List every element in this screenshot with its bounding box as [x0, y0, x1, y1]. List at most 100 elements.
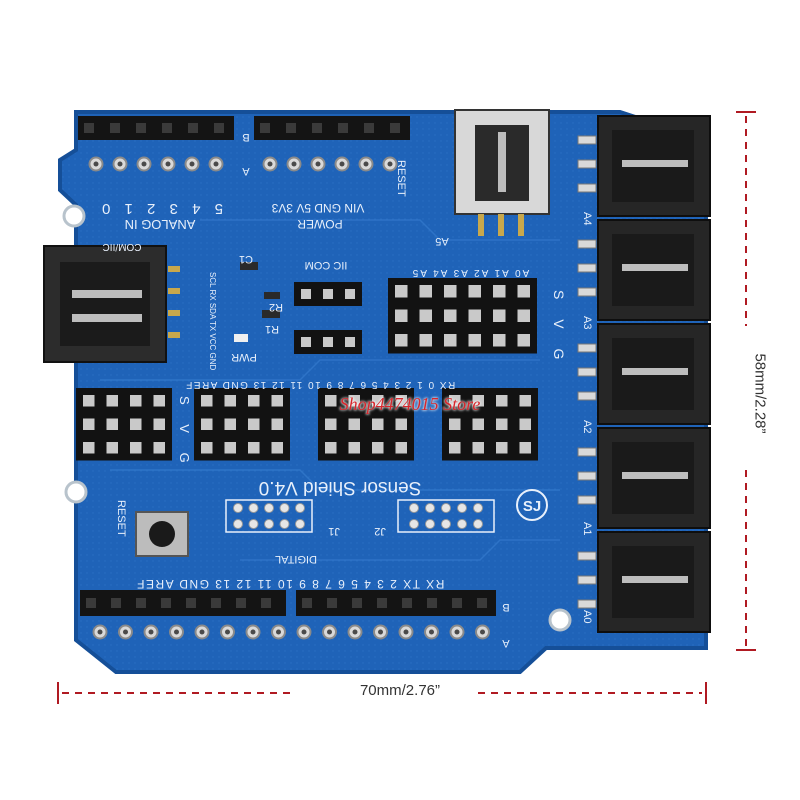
label-com-iic: COM/IIC — [103, 241, 142, 252]
header-pin — [444, 309, 457, 322]
solder-hole — [174, 629, 179, 635]
jumper-pad — [409, 519, 419, 529]
header-pin — [153, 418, 165, 430]
header-pin — [395, 395, 407, 407]
solder-hole — [363, 161, 369, 167]
label-j2: J2 — [374, 525, 386, 537]
label-iic-pins: SCL RX SDA TX VCC GND — [208, 272, 217, 370]
jumper-pad — [295, 503, 305, 513]
header-pin — [444, 285, 457, 298]
header-pin — [83, 442, 95, 454]
header-socket — [236, 598, 246, 608]
header-pin — [271, 442, 283, 454]
header-pin — [224, 418, 236, 430]
header-pin — [323, 289, 333, 299]
jumper-pad — [441, 519, 451, 529]
com-iic-connector — [43, 245, 180, 363]
header-socket — [211, 598, 221, 608]
connector-pin — [577, 263, 597, 273]
label-a4: A4 — [581, 212, 593, 225]
header-pin — [449, 395, 461, 407]
label-a1: A1 — [581, 522, 593, 535]
label-pin-a-top: A — [242, 165, 250, 177]
header-pin — [419, 334, 432, 347]
header-pin — [248, 395, 260, 407]
jumper-pad — [233, 503, 243, 513]
header-pin — [372, 395, 384, 407]
connector-pin — [577, 135, 597, 145]
label-reset-top: RESET — [395, 160, 407, 197]
header-pin — [519, 442, 531, 454]
label-power-pins: VIN GND 5V 3V3 — [271, 201, 364, 215]
top-header-analog — [78, 116, 234, 172]
header-pin — [248, 442, 260, 454]
mounting-hole — [62, 204, 86, 228]
header-pin — [468, 334, 481, 347]
solder-hole — [117, 161, 123, 167]
label-digital: DIGITAL — [275, 553, 317, 565]
connector-pin — [577, 367, 597, 377]
jumper-pad — [295, 519, 305, 529]
header-pin — [395, 309, 408, 322]
label-j1: J1 — [328, 525, 340, 537]
header-socket — [302, 598, 312, 608]
j1-pads — [225, 499, 313, 533]
header-pin — [496, 395, 508, 407]
label-board-title: Sensor Shield V4.0 — [259, 477, 422, 498]
header-pin — [345, 337, 355, 347]
connector-pin — [577, 599, 597, 609]
header-socket — [364, 123, 374, 133]
solder-hole — [267, 161, 273, 167]
solder-hole — [378, 629, 383, 635]
header-pin — [323, 337, 333, 347]
solder-hole — [189, 161, 195, 167]
header-pin — [517, 334, 530, 347]
connector-pin — [577, 239, 597, 249]
solder-hole — [352, 629, 358, 635]
header-pin — [201, 395, 213, 407]
jumper-pad — [264, 503, 274, 513]
reset-button[interactable] — [135, 511, 189, 557]
header-pin — [468, 285, 481, 298]
header-socket — [136, 123, 146, 133]
header-pin — [372, 418, 384, 430]
label-pin-a-bottom: A — [502, 637, 510, 649]
solder-hole — [123, 629, 128, 635]
label-svg-digital: S V G — [177, 396, 192, 471]
jumper-pad — [457, 503, 467, 513]
header-pin — [372, 442, 384, 454]
pin-block — [388, 278, 537, 354]
header-pin — [83, 395, 95, 407]
jumper-pad — [409, 503, 419, 513]
header-pin — [517, 285, 530, 298]
mounting-hole — [64, 480, 88, 504]
label-analog-nums: 5 4 3 2 1 0 — [97, 200, 223, 217]
top-header-power — [254, 116, 410, 172]
connector-pin — [577, 183, 597, 193]
jumper-pad — [279, 519, 290, 529]
height-dimension-text: 58mm/2.28” — [751, 353, 769, 434]
label-digital-row: RX 0 1 2 3 4 5 6 7 8 9 10 11 12 13 GND A… — [185, 379, 456, 390]
header-pin — [419, 285, 432, 298]
label-a5: A5 — [435, 235, 448, 247]
header-pin — [449, 442, 461, 454]
label-a3: A3 — [581, 316, 593, 329]
label-r2: R2 — [269, 301, 283, 313]
label-r1: R1 — [265, 323, 279, 335]
connector-pin — [577, 391, 597, 401]
header-socket — [452, 598, 462, 608]
header-socket — [214, 123, 224, 133]
header-socket — [427, 598, 437, 608]
jumper-pad — [279, 503, 290, 513]
label-analog-in: ANALOG IN — [125, 217, 196, 232]
jumper-pad — [473, 503, 483, 513]
header-pin — [153, 442, 165, 454]
width-dimension-label: 70mm/2.76” — [359, 682, 441, 699]
header-pin — [325, 418, 337, 430]
connector-latch — [622, 264, 688, 271]
solder-hole — [403, 629, 409, 635]
header-pin — [130, 442, 142, 454]
header-socket — [390, 123, 400, 133]
jumper-pad — [248, 519, 259, 529]
